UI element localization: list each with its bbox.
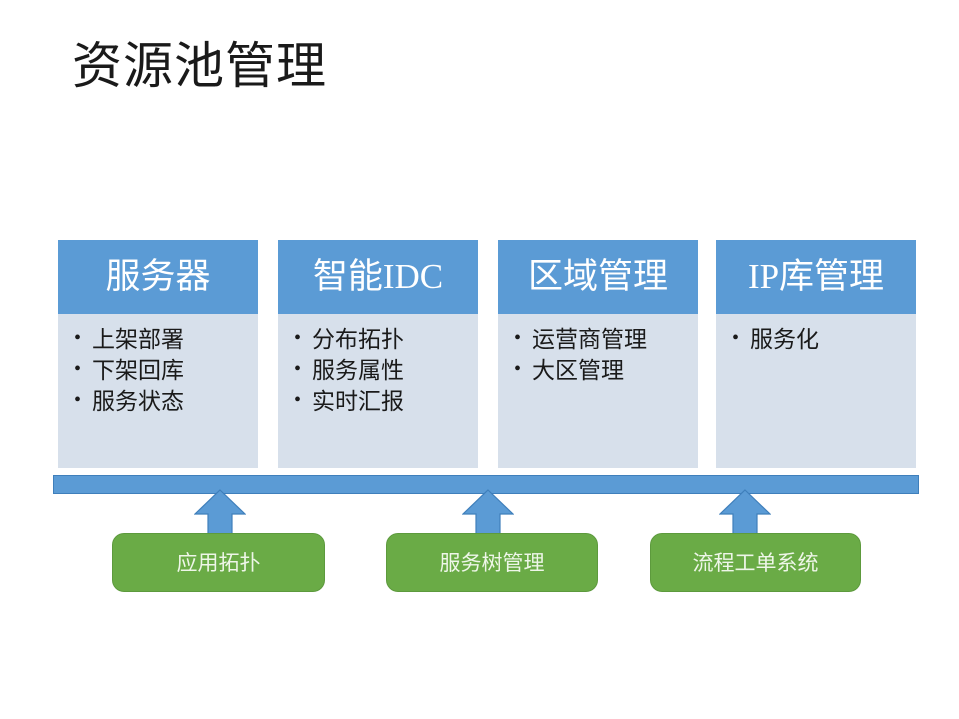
card-body: 分布拓扑 服务属性 实时汇报 (278, 314, 478, 458)
list-item: 上架部署 (72, 323, 258, 355)
list-item: 下架回库 (72, 354, 258, 386)
card-header-title: IP库管理 (716, 240, 916, 314)
capability-card-server[interactable]: 服务器 上架部署 下架回库 服务状态 (58, 240, 258, 468)
list-item: 服务化 (730, 323, 916, 355)
source-box-workflow-ticket[interactable]: 流程工单系统 (650, 533, 861, 592)
card-header-title: 服务器 (58, 240, 258, 314)
list-item: 实时汇报 (292, 385, 478, 417)
card-body: 上架部署 下架回库 服务状态 (58, 314, 258, 458)
list-item: 服务属性 (292, 354, 478, 386)
card-feature-list: 分布拓扑 服务属性 实时汇报 (292, 323, 478, 417)
capability-card-region[interactable]: 区域管理 运营商管理 大区管理 (498, 240, 698, 468)
list-item: 服务状态 (72, 385, 258, 417)
capability-card-ip[interactable]: IP库管理 服务化 (716, 240, 916, 468)
card-body: 运营商管理 大区管理 (498, 314, 698, 458)
card-body: 服务化 (716, 314, 916, 458)
capability-card-idc[interactable]: 智能IDC 分布拓扑 服务属性 实时汇报 (278, 240, 478, 468)
list-item: 大区管理 (512, 354, 698, 386)
list-item: 分布拓扑 (292, 323, 478, 355)
card-feature-list: 上架部署 下架回库 服务状态 (72, 323, 258, 417)
source-box-app-topology[interactable]: 应用拓扑 (112, 533, 325, 592)
capability-card-row: 服务器 上架部署 下架回库 服务状态 智能IDC 分布拓扑 服务属性 实时汇报 (58, 240, 916, 468)
card-header-title: 智能IDC (278, 240, 478, 314)
card-feature-list: 服务化 (730, 323, 916, 355)
list-item: 运营商管理 (512, 323, 698, 355)
source-box-service-tree[interactable]: 服务树管理 (386, 533, 598, 592)
page-title: 资源池管理 (72, 38, 327, 94)
card-header-title: 区域管理 (498, 240, 698, 314)
card-feature-list: 运营商管理 大区管理 (512, 323, 698, 386)
